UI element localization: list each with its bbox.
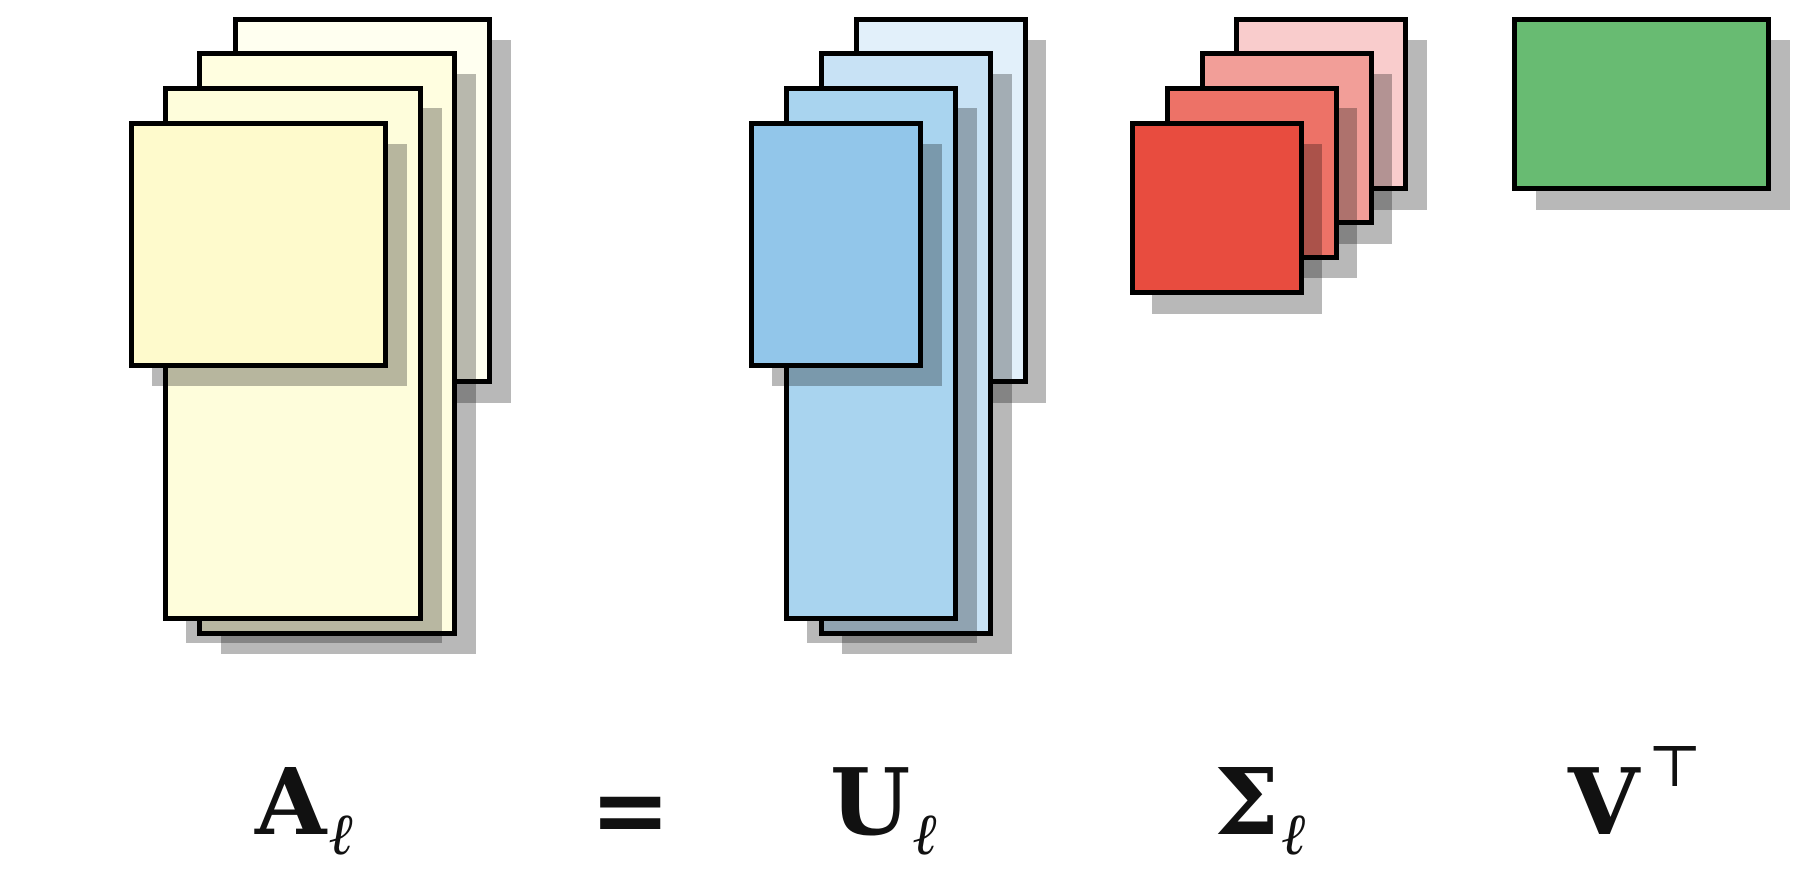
v-block (1512, 17, 1771, 191)
equals-sign: = (590, 762, 670, 872)
label-u-ell: Uℓ (830, 748, 937, 868)
u-subscript: ℓ (912, 800, 937, 868)
u-sheet-1 (749, 121, 923, 368)
a-symbol: A (255, 748, 327, 856)
a-sheet-1 (129, 121, 388, 368)
u-symbol: U (830, 748, 911, 856)
sigma-sheet-1 (1130, 121, 1304, 295)
label-a-ell: Aℓ (255, 748, 353, 868)
equals-symbol: = (590, 753, 671, 866)
label-sigma-ell: Σℓ (1214, 748, 1306, 868)
sigma-subscript: ℓ (1281, 800, 1306, 868)
sigma-symbol: Σ (1214, 748, 1280, 856)
v-superscript: ⊤ (1647, 732, 1702, 800)
v-symbol: V (1568, 748, 1640, 856)
a-subscript: ℓ (328, 800, 353, 868)
label-v-transpose: V⊤ (1568, 732, 1702, 866)
